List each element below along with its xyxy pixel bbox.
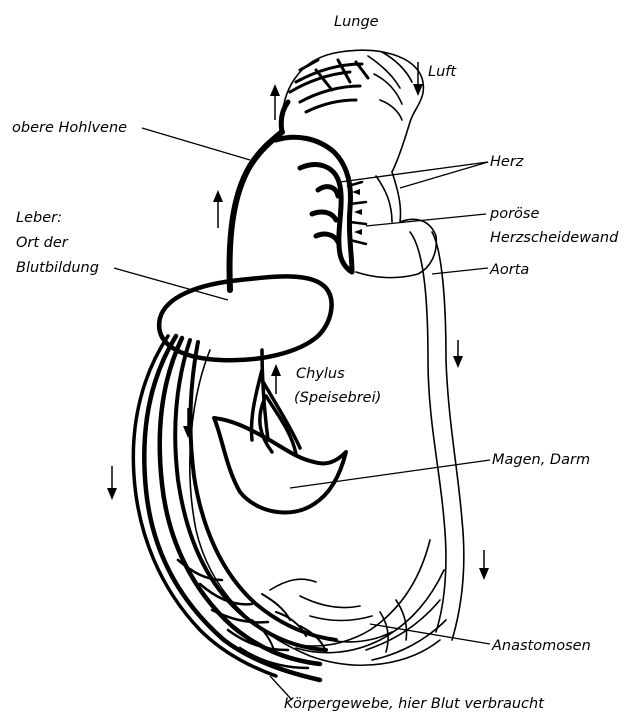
arrow-down-icon <box>107 466 117 500</box>
label-superior-vena-cava: obere Hohlvene <box>12 120 127 136</box>
heart <box>276 137 436 277</box>
label-lung: Lunge <box>334 14 379 30</box>
label-porous-septum-2: Herzscheidewand <box>490 230 619 246</box>
arrow-up-icon <box>213 190 223 228</box>
arrow-down-icon <box>479 550 489 580</box>
leader-lines <box>114 128 490 700</box>
label-aorta: Aorta <box>489 262 529 278</box>
label-liver-3: Blutbildung <box>16 260 99 276</box>
label-heart: Herz <box>490 154 524 170</box>
arrow-up-icon <box>271 364 281 394</box>
label-porous-septum-1: poröse <box>489 206 539 222</box>
label-chyle-2: (Speisebrei) <box>294 390 381 406</box>
lung-artery <box>281 102 288 132</box>
arrow-left-icon <box>352 189 362 235</box>
label-tissue: Körpergewebe, hier Blut verbraucht <box>284 696 545 712</box>
arrow-down-icon <box>453 340 463 368</box>
label-anastomoses: Anastomosen <box>491 638 591 654</box>
aorta <box>410 232 464 640</box>
lung <box>282 50 424 172</box>
label-liver-1: Leber: <box>16 210 62 226</box>
label-liver-2: Ort der <box>16 235 69 251</box>
liver <box>159 276 331 360</box>
label-chyle-1: Chylus <box>296 366 345 382</box>
label-air: Luft <box>428 64 457 80</box>
arrow-up-icon <box>270 84 280 120</box>
label-stomach: Magen, Darm <box>492 452 590 468</box>
